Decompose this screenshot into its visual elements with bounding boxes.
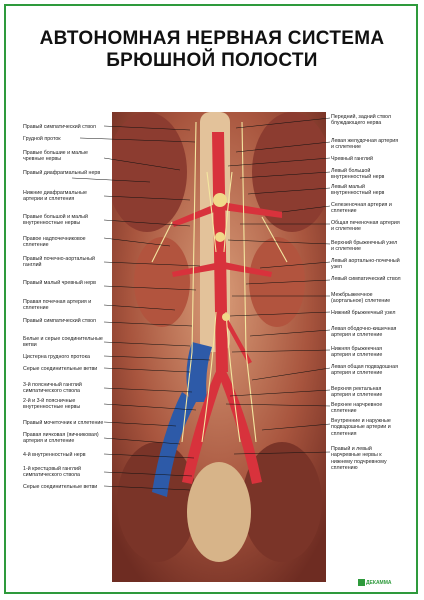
publisher-logo-text: ДЕКАММА — [366, 580, 392, 586]
label-rami-communicantes: Белые и серые соединительные ветви — [23, 336, 103, 349]
right-kidney-region — [134, 237, 190, 327]
label-celiac-ganglion: Чревный ганглий — [331, 156, 373, 162]
label-right-greater-lesser-splanchnic: Правые большой и малый внутренностные не… — [23, 214, 88, 227]
label-lumbar-splanchnic-nerves: 2-й и 3-й поясничные внутренностные нерв… — [23, 398, 81, 411]
label-3rd-lumbar-ganglion: 3-й поясничный ганглий симпатического ст… — [23, 382, 82, 395]
label-right-renal-artery: Правая почечная артерия и сплетение — [23, 299, 92, 312]
right-pelvic-region — [117, 442, 197, 562]
label-superior-rectal-artery: Верхняя ректальная артерия и сплетение — [331, 386, 383, 399]
label-left-greater-splanchnic: Левый большой внутренностный нерв — [331, 168, 385, 181]
label-thoracic-duct: Грудной проток — [23, 136, 61, 142]
label-iliac-arteries-plexuses: Внутренние и наружные подвздошные артери… — [331, 418, 391, 437]
label-4th-splanchnic-nerve: 4-й внутренностный нерв — [23, 452, 86, 458]
label-right-testicular-artery: Правая яичковая (яичниковая) артерия и с… — [23, 432, 99, 445]
label-right-phrenic-nerve: Правый диафрагмальный нерв — [23, 170, 101, 176]
left-pelvic-region — [242, 442, 322, 562]
left-common-iliac-artery — [218, 367, 262, 484]
sacrum — [187, 462, 251, 562]
label-right-aorticorenal-ganglion: Правый почечно-аортальный ганглий — [23, 256, 95, 269]
label-right-splanchnic-nerves: Правые большие и малые чревные нервы — [23, 150, 88, 163]
label-left-aorticorenal-ganglion: Левый аортально-почечный узел — [331, 258, 400, 271]
label-left-sympathetic-trunk: Левый симпатический ствол — [331, 276, 401, 282]
poster-title-line-2: БРЮШНОЙ ПОЛОСТИ — [106, 50, 318, 71]
splenic-artery — [222, 202, 282, 218]
label-superior-mesenteric-ganglion: Верхний брыжеечный узел и сплетение — [331, 240, 398, 253]
celiac-ganglion — [213, 193, 227, 207]
superior-mesenteric-ganglion — [215, 232, 225, 242]
right-renal-artery — [172, 262, 220, 277]
label-right-suprarenal-plexus: Правое надпочечниковое сплетение — [23, 236, 86, 249]
label-gray-rami: Серые соединительные ветви — [23, 366, 98, 372]
label-left-colic-artery: Левая ободочно-кишечная артерия и сплете… — [331, 326, 397, 339]
publisher-logo-icon — [358, 579, 365, 586]
label-inferior-mesenteric-ganglion: Нижний брыжеечный узел — [331, 310, 396, 316]
label-left-lesser-splanchnic: Левый малый внутренностный нерв — [331, 184, 385, 197]
inferior-mesenteric-ganglion — [222, 313, 230, 321]
label-vagal-trunks: Передний, задний ствол блуждающего нерва — [331, 114, 391, 127]
poster-title-line-1: АВТОНОМНАЯ НЕРВНАЯ СИСТЕМА — [39, 28, 385, 49]
label-left-gastric-artery: Левая желудочная артерия и сплетение — [331, 138, 399, 151]
label-superior-hypogastric-plexus: Верхнее нарчревное сплетение — [331, 402, 383, 415]
label-right-sympathetic-trunk-2: Правый симпатический ствол — [23, 318, 96, 324]
label-splenic-artery: Селезеночная артерия и сплетение — [331, 202, 392, 215]
label-intermesenteric-plexus: Межбрыжеечное (аортальное) сплетение — [331, 292, 391, 305]
left-renal-artery — [224, 262, 272, 277]
label-left-common-iliac-artery: Левая общая подвздошная артерия и сплете… — [331, 364, 398, 377]
label-inferior-mesenteric-artery: Нижняя брыжеечная артерия и сплетение — [331, 346, 383, 359]
left-kidney-region — [249, 237, 305, 327]
label-cisterna-chyli: Цистерна грудного протока — [23, 354, 90, 360]
label-hypogastric-nerves: Правый и левый нарчревные нервы к нижнем… — [331, 446, 387, 472]
label-common-hepatic-artery: Общая печеночная артерия и сплетение — [331, 220, 400, 233]
label-right-least-splanchnic-nerve: Правый малый чревный нерв — [23, 280, 96, 286]
label-gray-rami-2: Серые соединительные ветви — [23, 484, 98, 490]
label-right-sympathetic-trunk: Правый симпатический ствол — [23, 124, 96, 130]
label-right-ureter-plexus: Правый мочеточник и сплетение — [23, 420, 104, 426]
anatomy-illustration — [112, 112, 326, 582]
poster-frame — [4, 4, 418, 594]
label-inferior-phrenic-arteries: Нижние диафрагмальные артерии и сплетени… — [23, 190, 87, 203]
label-1st-sacral-ganglion: 1-й крестцовый ганглий симпатического ст… — [23, 466, 81, 479]
